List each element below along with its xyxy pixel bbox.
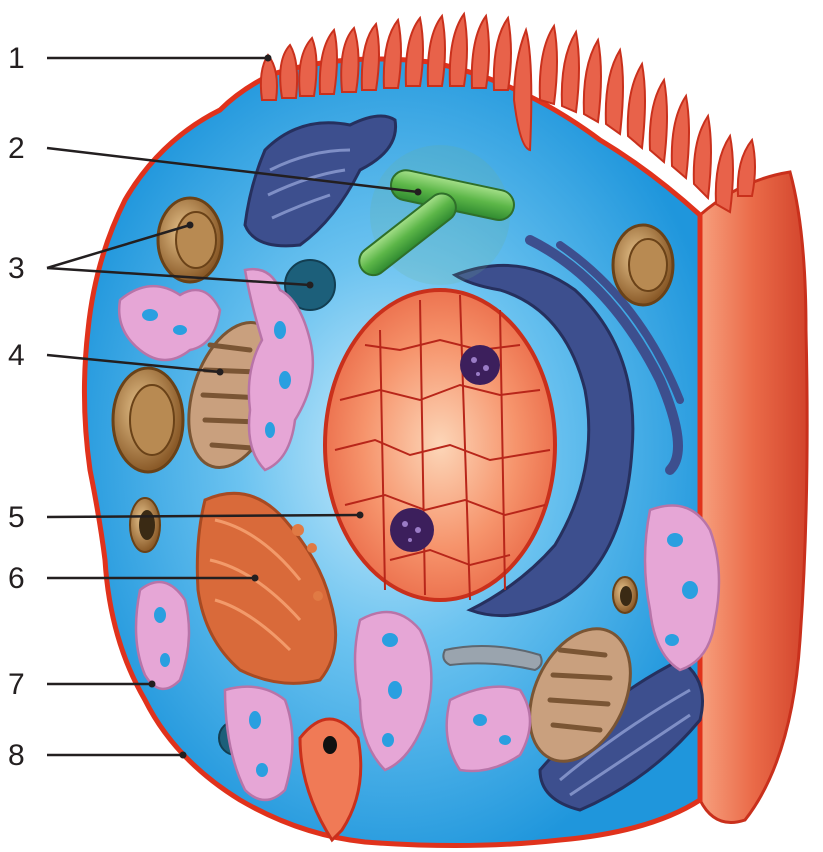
label-6: 6 xyxy=(8,562,25,595)
vacuole-left xyxy=(113,368,183,472)
label-5: 5 xyxy=(8,501,25,534)
label-1: 1 xyxy=(8,42,25,75)
label-7: 7 xyxy=(8,668,25,701)
label-4: 4 xyxy=(8,339,25,372)
nucleolus-lower xyxy=(390,508,434,552)
label-2: 2 xyxy=(8,132,25,165)
vacuole-small-right xyxy=(613,577,637,613)
cell-side-wall xyxy=(700,172,807,823)
nucleolus-upper xyxy=(460,345,500,385)
label-3: 3 xyxy=(8,252,25,285)
vacuole-small-left xyxy=(130,498,160,552)
label-8: 8 xyxy=(8,739,25,772)
vesicle-core xyxy=(323,736,337,754)
vacuole-upper-right xyxy=(613,225,673,305)
vacuole-upper-left xyxy=(158,198,222,282)
